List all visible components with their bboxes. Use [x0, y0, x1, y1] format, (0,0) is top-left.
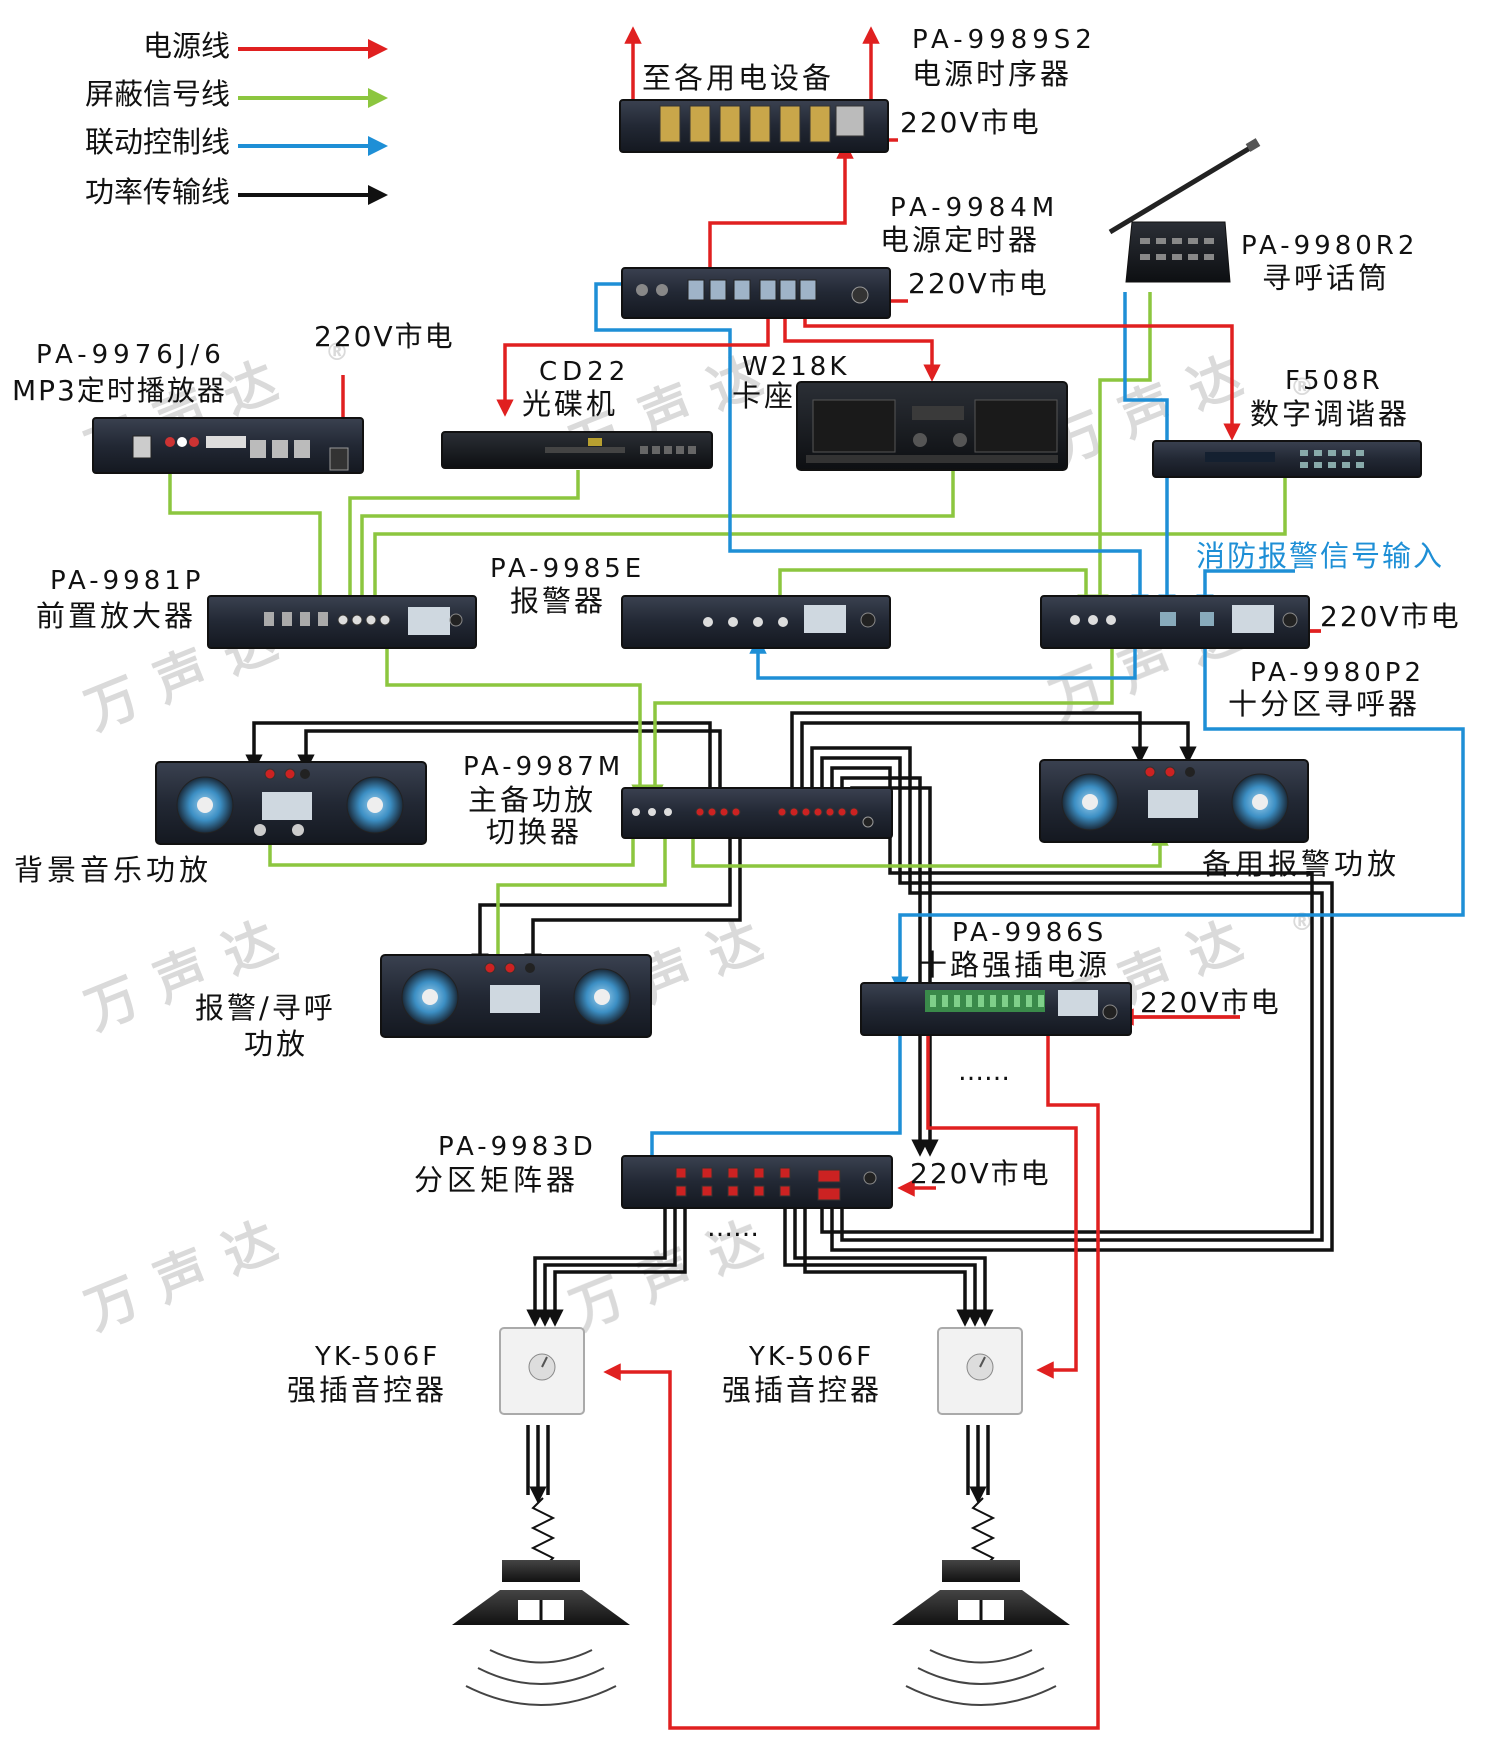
- cables: [168, 26, 1465, 1730]
- alarm-amp-name-line1: 报警/寻呼: [195, 991, 336, 1025]
- device-amp-switcher: PA-9987M 主备功放 切换器: [463, 752, 893, 849]
- matrix-ellipsis: ……: [707, 1213, 759, 1243]
- mp3-name: MP3定时播放器: [12, 374, 227, 407]
- vc-right-name: 强插音控器: [722, 1373, 882, 1407]
- switcher-name-line2: 切换器: [486, 815, 582, 849]
- device-alarm-generator: PA-9985E 报警器: [490, 554, 891, 649]
- preamp-name: 前置放大器: [36, 599, 196, 633]
- pager-name: 十分区寻呼器: [1228, 687, 1420, 721]
- socket-mains-label: 220V市电: [1140, 986, 1281, 1019]
- sequencer-mains-label: 220V市电: [900, 106, 1041, 139]
- speaker-right: [892, 1497, 1070, 1706]
- tuner-model: F508R: [1285, 366, 1383, 396]
- matrix-mains-label: 220V市电: [910, 1157, 1051, 1190]
- pager-model: PA-9980P2: [1250, 658, 1425, 688]
- device-cd-player: CD22 光碟机: [441, 357, 713, 469]
- legend-label-control: 联动控制线: [85, 125, 230, 159]
- mic-name: 寻呼话筒: [1262, 261, 1390, 295]
- device-cassette-deck: W218K 卡座: [732, 352, 1068, 471]
- timer-mains-label: 220V市电: [908, 267, 1049, 300]
- mic-model: PA-9980R2: [1241, 231, 1418, 261]
- switcher-name-line1: 主备功放: [468, 783, 596, 817]
- preamp-model: PA-9981P: [50, 566, 204, 596]
- device-background-music-amplifier: 背景音乐功放: [14, 761, 427, 887]
- timer-model: PA-9984M: [890, 193, 1059, 223]
- legend: 电源线 屏蔽信号线 联动控制线 功率传输线: [85, 29, 388, 209]
- alarm-name: 报警器: [510, 584, 606, 618]
- legend-label-power-transmission: 功率传输线: [85, 175, 230, 209]
- fire-alarm-input-label: 消防报警信号输入: [1196, 539, 1444, 573]
- cassette-name: 卡座: [732, 379, 796, 413]
- legend-label-signal: 屏蔽信号线: [85, 77, 230, 111]
- device-power-sequencer: 至各用电设备 PA-9989S2 电源时序器 220V市电: [619, 25, 1097, 153]
- socket-name: 十路强插电源: [918, 948, 1110, 982]
- cd-model: CD22: [539, 357, 630, 387]
- alarm-amp-name-line2: 功放: [244, 1027, 308, 1061]
- registered-mark: ®: [1290, 373, 1314, 401]
- device-standby-alarm-amplifier: 备用报警功放: [1039, 759, 1400, 881]
- device-alarm-paging-amplifier: 报警/寻呼 功放: [195, 954, 652, 1061]
- matrix-name: 分区矩阵器: [414, 1163, 579, 1197]
- cassette-model: W218K: [742, 352, 849, 382]
- vc-left-name: 强插音控器: [287, 1373, 447, 1407]
- mp3-model: PA-9976J/6: [36, 340, 226, 370]
- device-tuner: F508R 数字调谐器: [1152, 366, 1422, 478]
- standby-amp-name: 备用报警功放: [1202, 847, 1400, 881]
- device-zone-matrix: PA-9983D 分区矩阵器 220V市电 ……: [414, 1132, 1051, 1243]
- device-paging-microphone: PA-9980R2 寻呼话筒: [1108, 138, 1418, 295]
- power-transmission-lines: [245, 711, 1334, 1504]
- alarm-model: PA-9985E: [490, 554, 645, 584]
- device-volume-control-right: YK-506F 强插音控器: [722, 1327, 1023, 1415]
- sequencer-model: PA-9989S2: [912, 25, 1097, 55]
- pager-mains-label: 220V市电: [1320, 600, 1461, 633]
- timer-name: 电源定时器: [880, 223, 1040, 257]
- mp3-mains-label: 220V市电: [314, 320, 455, 353]
- registered-mark: ®: [1290, 908, 1314, 936]
- cd-name: 光碟机: [522, 387, 618, 421]
- sequencer-name: 电源时序器: [912, 57, 1072, 91]
- device-volume-control-left: YK-506F 强插音控器: [287, 1327, 585, 1415]
- device-zone-pager: 220V市电 PA-9980P2 十分区寻呼器: [1040, 595, 1461, 721]
- sequencer-output-label: 至各用电设备: [642, 61, 834, 95]
- device-power-timer: PA-9984M 电源定时器 220V市电: [621, 193, 1059, 319]
- bg-amp-name: 背景音乐功放: [14, 853, 212, 887]
- tuner-name: 数字调谐器: [1250, 397, 1410, 431]
- speaker-left: [452, 1497, 630, 1706]
- vc-right-model: YK-506F: [748, 1342, 874, 1372]
- socket-model: PA-9986S: [952, 918, 1107, 948]
- signal-lines: [168, 292, 1287, 1019]
- matrix-model: PA-9983D: [438, 1132, 597, 1162]
- device-preamplifier: PA-9981P 前置放大器: [36, 566, 477, 649]
- device-mp3-player: 220V市电 PA-9976J/6 MP3定时播放器: [12, 320, 455, 474]
- registered-mark: ®: [325, 338, 349, 366]
- legend-label-power: 电源线: [143, 29, 230, 63]
- socket-ellipsis: ……: [958, 1057, 1010, 1087]
- watermark: 万声达: [77, 1203, 305, 1342]
- vc-left-model: YK-506F: [314, 1342, 440, 1372]
- device-ten-way-socket: PA-9986S 十路强插电源 220V市电 ……: [860, 918, 1281, 1087]
- switcher-model: PA-9987M: [463, 752, 624, 782]
